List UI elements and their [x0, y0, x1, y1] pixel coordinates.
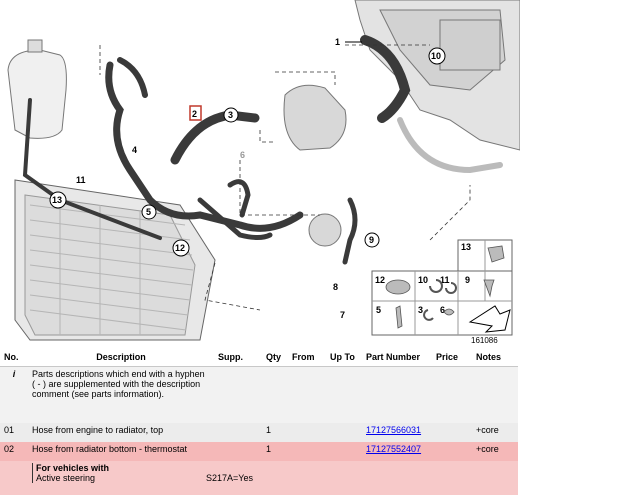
- callout-4: 4: [132, 145, 137, 155]
- parts-table: No. Description Supp. Qty From Up To Par…: [0, 348, 518, 495]
- part-number-link[interactable]: 17127566031: [366, 425, 422, 435]
- vehicle-note-title: For vehicles with: [36, 463, 110, 473]
- info-text: Parts descriptions which end with a hyph…: [28, 366, 214, 423]
- callout-7: 7: [340, 310, 345, 320]
- engine-block-drawing: [354, 0, 520, 151]
- legend-item-10: 10: [418, 275, 428, 285]
- legend-item-5: 5: [376, 305, 381, 315]
- row-notes: +core: [472, 442, 518, 461]
- callout-2: 2: [192, 109, 197, 119]
- vehicle-note-row: For vehicles with Active steering S217A=…: [0, 461, 518, 495]
- col-header-notes: Notes: [472, 348, 518, 367]
- row-description: Hose from engine to radiator, top: [28, 423, 214, 442]
- col-header-no: No.: [0, 348, 28, 367]
- callout-3: 3: [228, 110, 233, 120]
- row-notes: +core: [472, 423, 518, 442]
- callout-10: 10: [431, 51, 441, 61]
- parts-diagram: 1 2 3 4 5 6 7 8 9 10 11 12 13 13 9 12 10…: [7, 0, 520, 345]
- diagram-reference-number: 161086: [471, 336, 498, 345]
- part-number-link[interactable]: 17127552407: [366, 444, 422, 454]
- row-number: 02: [0, 442, 28, 461]
- hardware-legend: 13 9 12 10 11 5 3 6 161086: [371, 239, 513, 345]
- callout-labels: 1 2 3 4 5 6 7 8 9 10 11 12 13: [49, 37, 446, 320]
- col-header-part-number: Part Number: [362, 348, 432, 367]
- col-header-qty: Qty: [262, 348, 288, 367]
- radiator-drawing: [14, 179, 216, 341]
- legend-item-12: 12: [375, 275, 385, 285]
- table-header-row: No. Description Supp. Qty From Up To Par…: [0, 348, 518, 367]
- table-row[interactable]: 02 Hose from radiator bottom - thermosta…: [0, 442, 518, 461]
- legend-item-11: 11: [440, 275, 450, 285]
- arrow-icon: [468, 305, 511, 333]
- thermostat-housing-drawing: [283, 84, 347, 247]
- vehicle-note: For vehicles with Active steering S217A=…: [32, 463, 258, 483]
- legend-item-3: 3: [418, 305, 423, 315]
- col-header-supp: Supp.: [214, 348, 262, 367]
- callout-12: 12: [175, 243, 185, 253]
- row-qty: 1: [262, 442, 288, 461]
- row-qty: 1: [262, 423, 288, 442]
- col-header-upto: Up To: [326, 348, 362, 367]
- callout-5: 5: [146, 207, 151, 217]
- vehicle-note-line: Active steering: [36, 473, 96, 483]
- expansion-tank-drawing: [7, 39, 67, 139]
- col-header-description: Description: [28, 348, 214, 367]
- info-icon: i: [0, 366, 28, 423]
- callout-9: 9: [369, 235, 374, 245]
- callout-6: 6: [240, 150, 245, 160]
- row-description: Hose from radiator bottom - thermostat: [28, 442, 214, 461]
- col-header-from: From: [288, 348, 326, 367]
- legend-item-6: 6: [440, 305, 445, 315]
- cooling-hoses-illustration: 1 2 3 4 5 6 7 8 9 10 11 12 13 13 9 12 10…: [7, 0, 520, 345]
- row-number: 01: [0, 423, 28, 442]
- callout-13: 13: [52, 195, 62, 205]
- legend-item-13: 13: [461, 242, 471, 252]
- table-row[interactable]: 01 Hose from engine to radiator, top 1 1…: [0, 423, 518, 442]
- legend-item-9: 9: [465, 275, 470, 285]
- callout-8: 8: [333, 282, 338, 292]
- callout-1: 1: [335, 37, 340, 47]
- callout-11: 11: [76, 175, 86, 185]
- col-header-price: Price: [432, 348, 472, 367]
- vehicle-note-code: S217A=Yes: [206, 473, 253, 483]
- info-row: i Parts descriptions which end with a hy…: [0, 366, 518, 423]
